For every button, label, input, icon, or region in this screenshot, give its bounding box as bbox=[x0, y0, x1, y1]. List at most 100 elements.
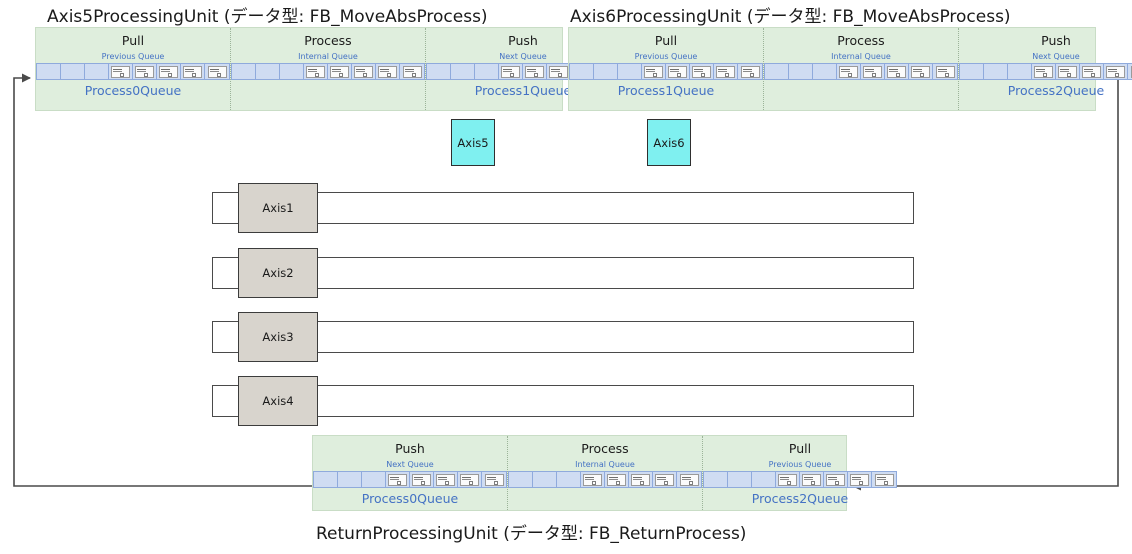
queue-cell-item[interactable] bbox=[1056, 64, 1080, 79]
axis-block-axis3[interactable]: Axis3 bbox=[238, 312, 318, 362]
queue-cell-empty[interactable] bbox=[984, 64, 1008, 79]
queue-kind-label: Previous Queue bbox=[634, 52, 698, 61]
queue-cell-empty[interactable] bbox=[618, 64, 642, 79]
queue-cell-empty[interactable] bbox=[533, 472, 557, 487]
axis-fb-axis5[interactable]: Axis5 bbox=[451, 119, 495, 166]
queue-cell-empty[interactable] bbox=[1008, 64, 1032, 79]
queue-cell-empty[interactable] bbox=[451, 64, 475, 79]
queue-strip[interactable] bbox=[313, 471, 507, 488]
queue-cell-item[interactable] bbox=[666, 64, 690, 79]
queue-cell-empty[interactable] bbox=[37, 64, 61, 79]
axis-bar-axis2 bbox=[212, 257, 914, 289]
axis-bar-axis4 bbox=[212, 385, 914, 417]
queue-cell-empty[interactable] bbox=[85, 64, 109, 79]
axis-block-axis1[interactable]: Axis1 bbox=[238, 183, 318, 233]
queue-cell-item[interactable] bbox=[523, 64, 547, 79]
queue-cell-item[interactable] bbox=[205, 64, 229, 79]
queue-cell-item[interactable] bbox=[1032, 64, 1056, 79]
queue-cell-item[interactable] bbox=[653, 472, 677, 487]
queue-cell-item[interactable] bbox=[109, 64, 133, 79]
queue-cell-empty[interactable] bbox=[280, 64, 304, 79]
queue-cell-item[interactable] bbox=[837, 64, 861, 79]
queue-cell-item[interactable] bbox=[482, 472, 506, 487]
queue-cell-item[interactable] bbox=[885, 64, 909, 79]
queue-cell-empty[interactable] bbox=[314, 472, 338, 487]
stage-column-pull[interactable]: Pull Previous Queue Process2Queue bbox=[702, 436, 897, 510]
queue-strip[interactable] bbox=[703, 471, 897, 488]
queue-item-icon bbox=[863, 65, 882, 78]
queue-cell-item[interactable] bbox=[386, 472, 410, 487]
stage-column-pull[interactable]: Pull Previous Queue Process0Queue bbox=[36, 28, 230, 110]
axis-block-axis2[interactable]: Axis2 bbox=[238, 248, 318, 298]
queue-cell-item[interactable] bbox=[410, 472, 434, 487]
queue-cell-empty[interactable] bbox=[338, 472, 362, 487]
queue-cell-empty[interactable] bbox=[570, 64, 594, 79]
queue-cell-item[interactable] bbox=[677, 472, 701, 487]
queue-cell-item[interactable] bbox=[304, 64, 328, 79]
queue-cell-item[interactable] bbox=[434, 472, 458, 487]
queue-cell-empty[interactable] bbox=[765, 64, 789, 79]
queue-cell-empty[interactable] bbox=[61, 64, 85, 79]
queue-strip[interactable] bbox=[36, 63, 230, 80]
queue-cell-item[interactable] bbox=[824, 472, 848, 487]
queue-cell-item[interactable] bbox=[800, 472, 824, 487]
queue-cell-item[interactable] bbox=[642, 64, 666, 79]
queue-cell-item[interactable] bbox=[1104, 64, 1128, 79]
queue-cell-empty[interactable] bbox=[427, 64, 451, 79]
axis-block-axis4[interactable]: Axis4 bbox=[238, 376, 318, 426]
stage-column-push[interactable]: Push Next Queue Process0Queue bbox=[313, 436, 507, 510]
queue-cell-item[interactable] bbox=[458, 472, 482, 487]
queue-cell-item[interactable] bbox=[605, 472, 629, 487]
queue-item-icon bbox=[525, 65, 544, 78]
queue-cell-item[interactable] bbox=[738, 64, 762, 79]
queue-cell-item[interactable] bbox=[499, 64, 523, 79]
stage-column-process[interactable]: Process Internal Queue bbox=[230, 28, 425, 110]
queue-cell-item[interactable] bbox=[629, 472, 653, 487]
queue-cell-empty[interactable] bbox=[813, 64, 837, 79]
queue-cell-item[interactable] bbox=[1080, 64, 1104, 79]
queue-cell-item[interactable] bbox=[933, 64, 957, 79]
queue-cell-item[interactable] bbox=[581, 472, 605, 487]
queue-cell-item[interactable] bbox=[181, 64, 205, 79]
queue-cell-item[interactable] bbox=[328, 64, 352, 79]
queue-cell-item[interactable] bbox=[352, 64, 376, 79]
queue-cell-item[interactable] bbox=[1128, 64, 1132, 79]
queue-cell-empty[interactable] bbox=[752, 472, 776, 487]
queue-cell-item[interactable] bbox=[861, 64, 885, 79]
queue-cell-item[interactable] bbox=[376, 64, 400, 79]
queue-cell-empty[interactable] bbox=[256, 64, 280, 79]
stage-column-push[interactable]: Push Next Queue Process2Queue bbox=[958, 28, 1132, 110]
queue-strip[interactable] bbox=[231, 63, 425, 80]
queue-cell-empty[interactable] bbox=[594, 64, 618, 79]
queue-cell-item[interactable] bbox=[776, 472, 800, 487]
queue-cell-item[interactable] bbox=[848, 472, 872, 487]
queue-item-icon bbox=[583, 473, 602, 486]
queue-strip[interactable] bbox=[569, 63, 763, 80]
queue-strip[interactable] bbox=[508, 471, 702, 488]
axis-fb-axis6[interactable]: Axis6 bbox=[647, 119, 691, 166]
queue-cell-item[interactable] bbox=[133, 64, 157, 79]
queue-cell-empty[interactable] bbox=[789, 64, 813, 79]
queue-cell-item[interactable] bbox=[400, 64, 424, 79]
queue-cell-empty[interactable] bbox=[704, 472, 728, 487]
queue-cell-empty[interactable] bbox=[362, 472, 386, 487]
stage-column-pull[interactable]: Pull Previous Queue Process1Queue bbox=[569, 28, 763, 110]
queue-item-icon bbox=[378, 65, 397, 78]
queue-cell-empty[interactable] bbox=[960, 64, 984, 79]
queue-cell-empty[interactable] bbox=[475, 64, 499, 79]
queue-cell-item[interactable] bbox=[909, 64, 933, 79]
queue-cell-empty[interactable] bbox=[557, 472, 581, 487]
queue-cell-empty[interactable] bbox=[232, 64, 256, 79]
queue-name: Process1Queue bbox=[617, 83, 715, 98]
queue-cell-item[interactable] bbox=[714, 64, 738, 79]
queue-cell-item[interactable] bbox=[872, 472, 896, 487]
queue-cell-empty[interactable] bbox=[728, 472, 752, 487]
queue-cell-item[interactable] bbox=[157, 64, 181, 79]
stage-column-process[interactable]: Process Internal Queue bbox=[507, 436, 702, 510]
queue-item-icon bbox=[111, 65, 130, 78]
queue-cell-empty[interactable] bbox=[509, 472, 533, 487]
queue-strip[interactable] bbox=[959, 63, 1132, 80]
queue-strip[interactable] bbox=[764, 63, 958, 80]
queue-cell-item[interactable] bbox=[690, 64, 714, 79]
stage-column-process[interactable]: Process Internal Queue bbox=[763, 28, 958, 110]
